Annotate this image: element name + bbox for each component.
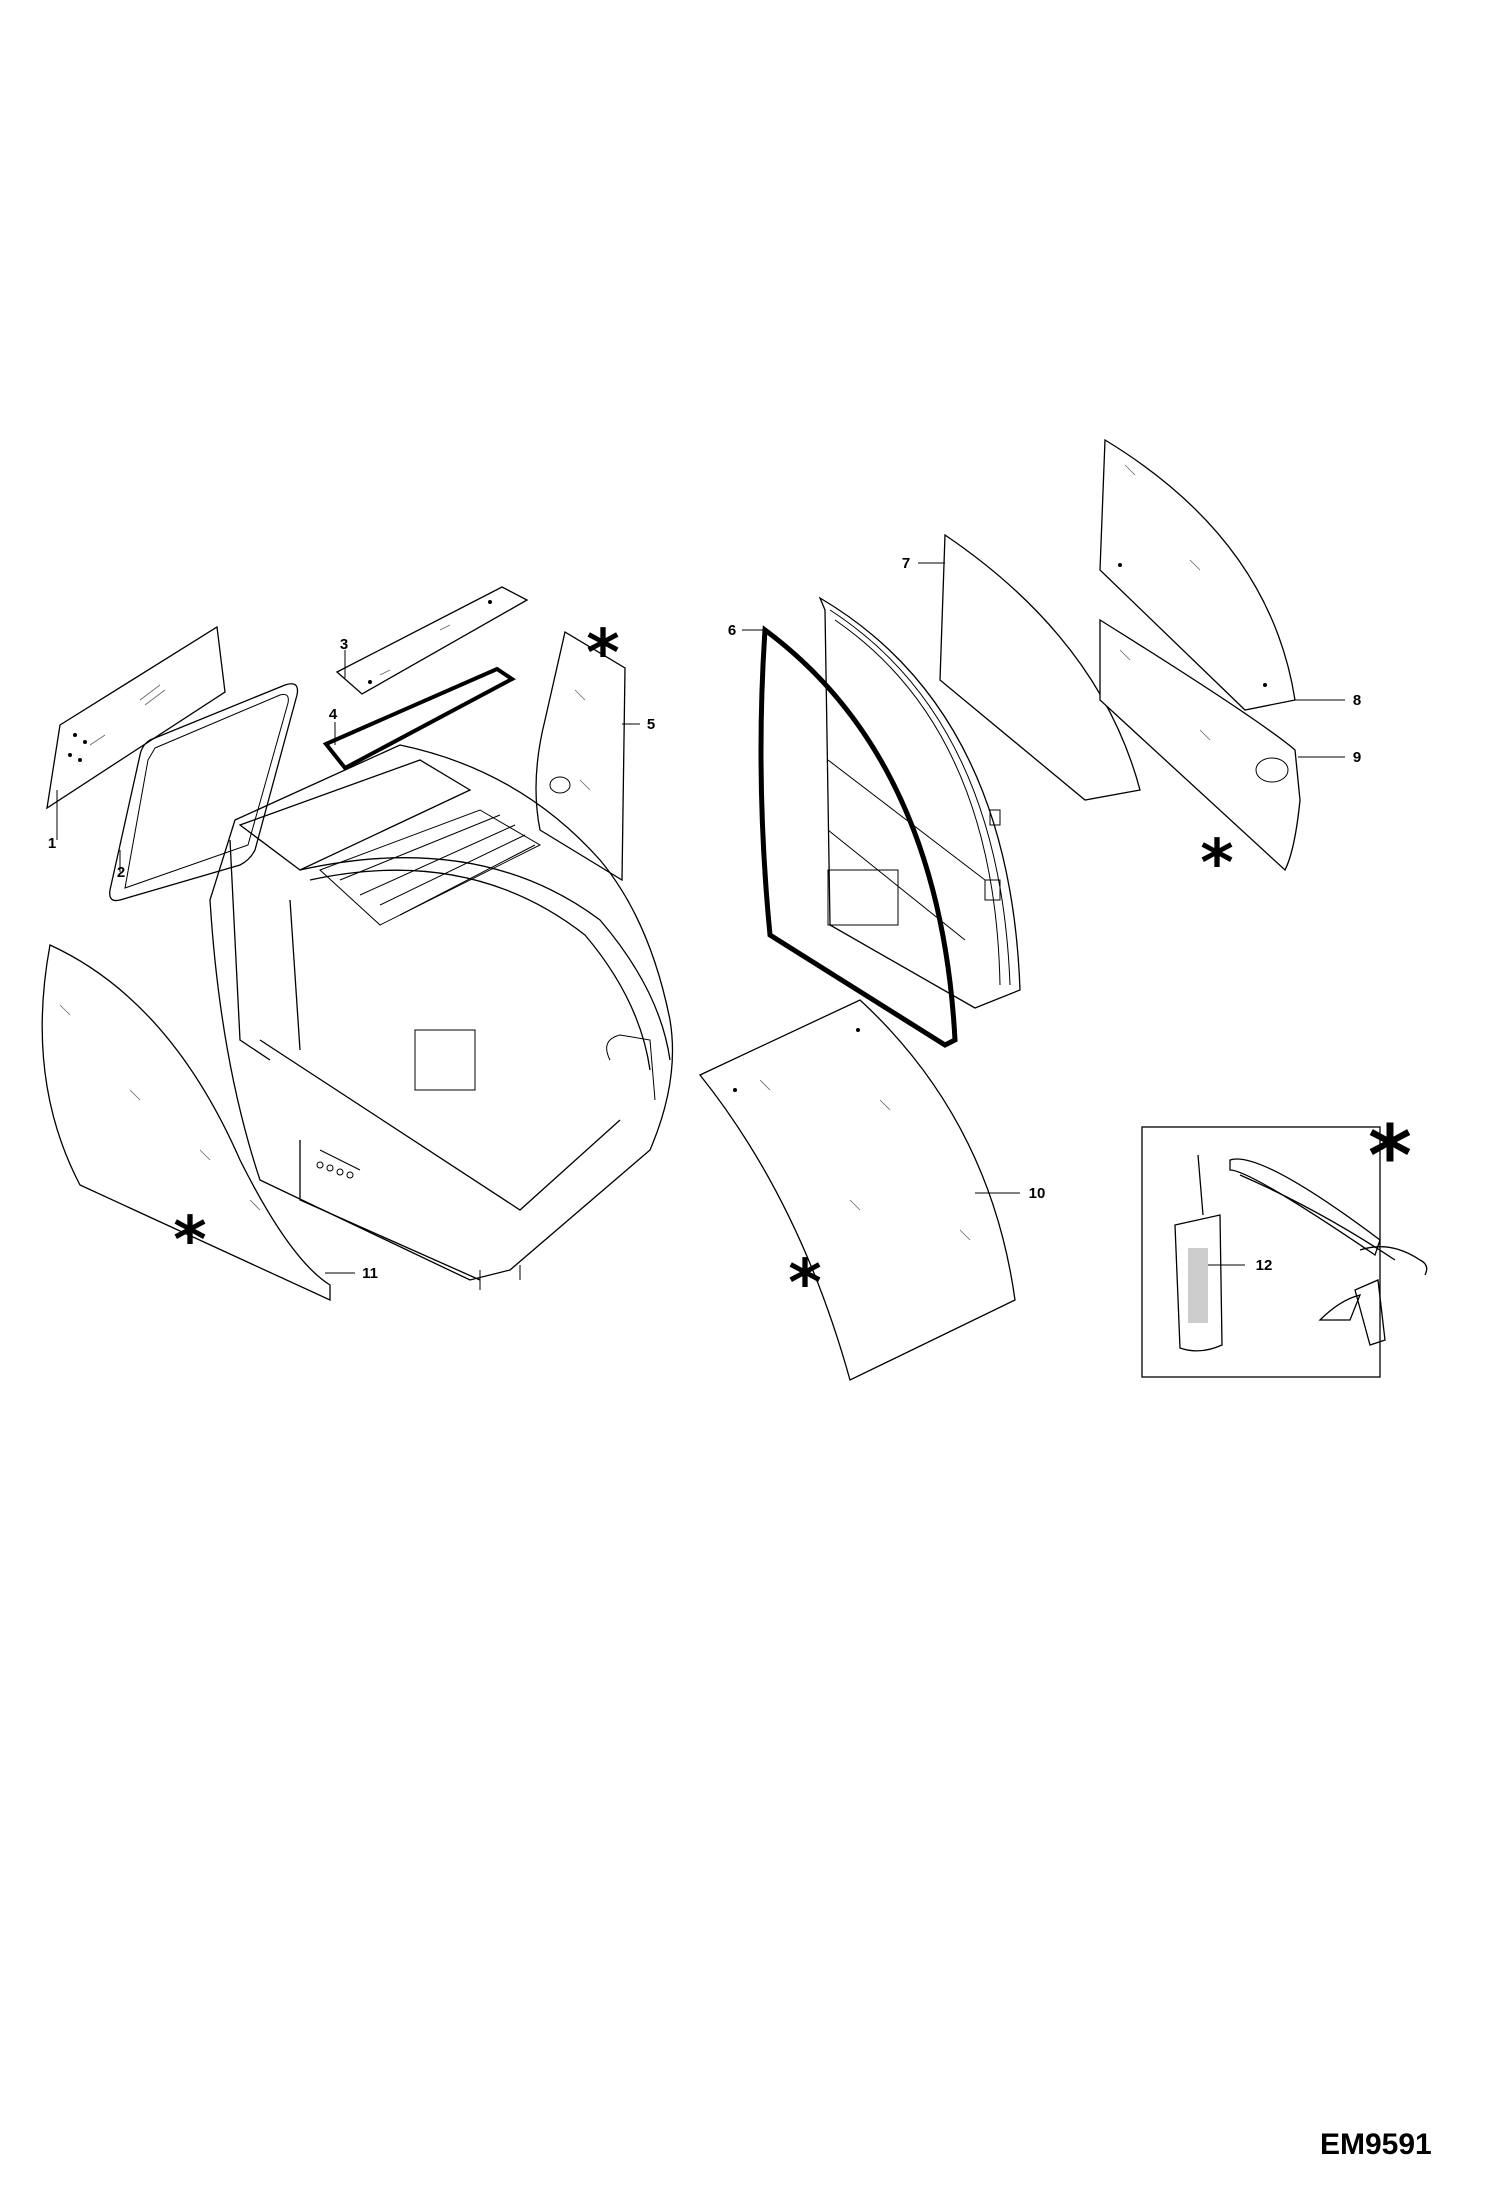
part-2-seal: [109, 683, 299, 902]
asterisk-part-9: *: [1200, 827, 1233, 901]
callout-2: 2: [117, 864, 125, 881]
callout-7: 7: [902, 555, 910, 572]
callout-1: 1: [48, 835, 56, 852]
part-6-door-seal: [742, 625, 958, 1048]
asterisk-part-11: *: [173, 1204, 206, 1278]
drawing-code: EM9591: [1320, 2128, 1432, 2161]
callout-6: 6: [728, 622, 736, 639]
callout-8: 8: [1353, 692, 1361, 709]
part-9-lower-right-glass: [1099, 618, 1345, 872]
cab-frame: [209, 744, 674, 1290]
door-frame: [818, 596, 1021, 1009]
part-11-left-glass: [41, 944, 355, 1302]
callout-5: 5: [647, 716, 655, 733]
part-4-top-seal: [322, 666, 516, 771]
asterisk-part-12: *: [1368, 1107, 1412, 1205]
part-8-upper-right-glass: [1099, 438, 1345, 711]
part-3-top-plate: [335, 586, 529, 695]
part-12-sealant-box: [1141, 1126, 1428, 1378]
asterisk-part-10: *: [788, 1247, 821, 1321]
callout-11: 11: [362, 1265, 378, 1282]
callout-3: 3: [340, 636, 348, 653]
callout-4: 4: [329, 706, 338, 723]
callout-12: 12: [1256, 1257, 1273, 1274]
callout-10: 10: [1029, 1185, 1046, 1202]
part-5-side-glass: [535, 630, 640, 882]
part-10-lower-glass: [698, 999, 1020, 1381]
part-7-door-glass: [918, 533, 1141, 801]
asterisk-part-5: *: [586, 617, 619, 691]
callout-9: 9: [1353, 749, 1361, 766]
part-1-roof-glass: [46, 625, 226, 840]
